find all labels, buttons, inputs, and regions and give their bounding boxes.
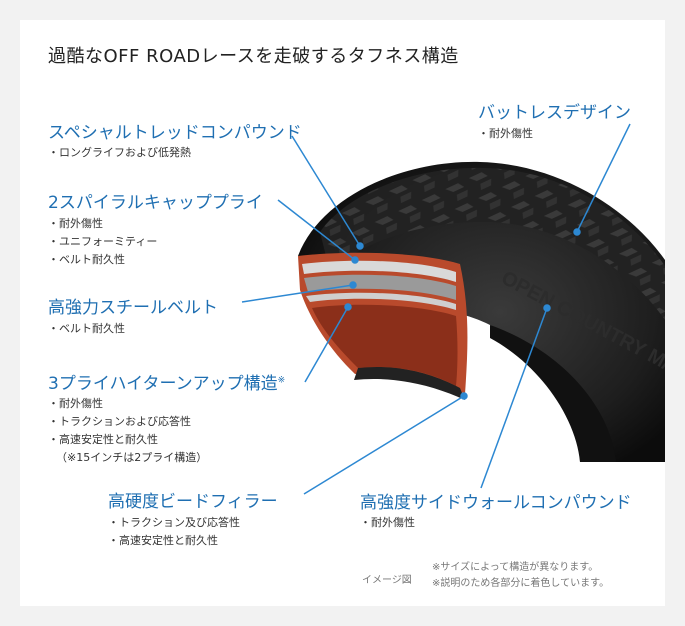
footnote: ※サイズによって構造が異なります。 bbox=[432, 562, 599, 573]
tire-cross-section-illustration: OPEN COUNTRY M/T bbox=[241, 123, 665, 495]
leader-ply bbox=[304, 306, 349, 383]
bullet-item: 耐外傷性 bbox=[478, 125, 533, 143]
leader-cap-ply bbox=[277, 199, 356, 261]
heading-buttress-design: バットレスデザイン bbox=[478, 103, 631, 123]
bullets-spiral-cap-ply: 耐外傷性 ユニフォーミティー ベルト耐久性 bbox=[48, 215, 157, 269]
leader-tread bbox=[291, 135, 361, 247]
bullets-bead-filler: トラクション及び応答性 高速安定性と耐久性 bbox=[108, 514, 240, 550]
cutaway-cap-ply bbox=[302, 260, 456, 282]
cutaway-belt-line bbox=[306, 292, 456, 310]
bullet-item: 高速安定性と耐久性 bbox=[108, 532, 240, 550]
bullets-three-ply-turnup: 耐外傷性 トラクションおよび応答性 高速安定性と耐久性 （※15インチは2プライ… bbox=[48, 395, 207, 467]
bullet-item: トラクション及び応答性 bbox=[108, 514, 240, 532]
bullet-item: ユニフォーミティー bbox=[48, 233, 157, 251]
bullet-item: 高速安定性と耐久性 bbox=[48, 431, 207, 449]
leader-bead bbox=[303, 395, 465, 495]
leader-buttress bbox=[576, 123, 631, 233]
bullet-item: 耐外傷性 bbox=[48, 215, 157, 233]
bullet-item: ベルト耐久性 bbox=[48, 320, 125, 338]
bullet-item: 耐外傷性 bbox=[360, 514, 415, 532]
leader-belt bbox=[241, 284, 354, 303]
footnotes: ※サイズによって構造が異なります。 ※説明のため各部分に着色しています。 bbox=[432, 560, 609, 592]
bullets-steel-belt: ベルト耐久性 bbox=[48, 320, 125, 338]
bullet-item: 耐外傷性 bbox=[48, 395, 207, 413]
leader-sidewall bbox=[480, 307, 548, 489]
bullet-item: ロングライフおよび低発熱 bbox=[48, 144, 191, 162]
page-title: 過酷なOFF ROADレースを走破するタフネス構造 bbox=[48, 46, 459, 67]
heading-spiral-cap-ply: 2スパイラルキャッププライ bbox=[48, 193, 263, 213]
bullet-note: （※15インチは2プライ構造） bbox=[56, 451, 208, 464]
bullet-item: ベルト耐久性 bbox=[48, 251, 157, 269]
heading-three-ply-turnup: 3プライハイターンアップ構造※ bbox=[48, 369, 285, 394]
cutaway-bead-area bbox=[354, 366, 465, 400]
heading-sidewall-compound: 高強度サイドウォールコンパウンド bbox=[360, 493, 632, 513]
bullet-item: トラクションおよび応答性 bbox=[48, 413, 207, 431]
bullets-tread-compound: ロングライフおよび低発熱 bbox=[48, 144, 191, 162]
bullets-sidewall-compound: 耐外傷性 bbox=[360, 514, 415, 532]
infographic-card: OPEN COUNTRY M/T 過酷なOFF ROADレースを走破するタフネス… bbox=[20, 20, 665, 606]
cutaway-inner-liner bbox=[312, 304, 458, 386]
heading-tread-compound: スペシャルトレッドコンパウンド bbox=[48, 123, 302, 143]
heading-text: 3プライハイターンアップ構造 bbox=[48, 374, 278, 394]
bullets-buttress-design: 耐外傷性 bbox=[478, 125, 533, 143]
heading-mark: ※ bbox=[277, 375, 286, 386]
footnote: ※説明のため各部分に着色しています。 bbox=[432, 578, 610, 589]
heading-steel-belt: 高強力スチールベルト bbox=[48, 298, 218, 318]
tire-sidewall bbox=[490, 325, 616, 462]
image-label: イメージ図 bbox=[362, 575, 412, 586]
leader-lines bbox=[241, 123, 631, 495]
cutaway-steel-belt bbox=[304, 274, 456, 300]
tire-tread-band bbox=[320, 167, 665, 320]
heading-bead-filler: 高硬度ビードフィラー bbox=[108, 492, 278, 512]
